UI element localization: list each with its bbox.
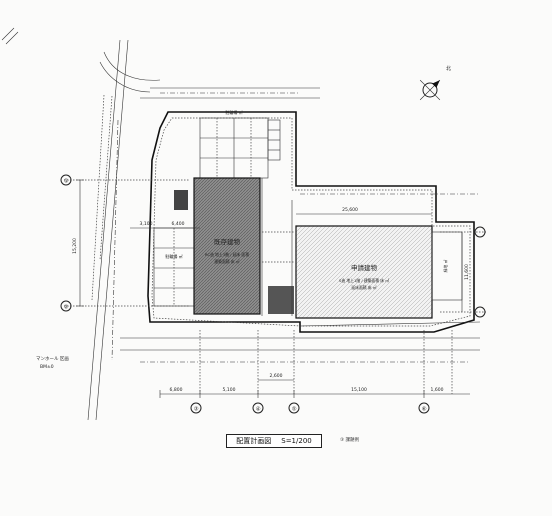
drawing-title-block: 配置計画図 S=1/200	[226, 434, 322, 448]
green-area-label: 緑地 ㎡	[443, 260, 448, 273]
grid-marker-d: ④	[252, 402, 264, 414]
dim-text-4: 15,100	[351, 387, 367, 393]
stair-block	[174, 190, 188, 210]
new-building-sub: S造 地上1階 / 建築面積 床 ㎡	[339, 278, 389, 283]
svg-text:④: ④	[256, 407, 261, 413]
north-arrow-icon	[419, 79, 441, 101]
bottom-dimension-lines	[120, 330, 480, 398]
bottom-street	[140, 321, 481, 363]
grid-marker-right-2	[474, 306, 486, 318]
grid-marker-c: ③	[190, 402, 202, 414]
svg-text:①: ①	[64, 179, 69, 185]
grid-marker-e: ⑤	[288, 402, 300, 414]
north-label: 北	[446, 65, 451, 72]
existing-building	[193, 177, 261, 315]
dim-text-7: 25,600	[342, 207, 358, 213]
drawing-scale: S=1/200	[281, 437, 312, 445]
existing-building-sub2: 建築面積 床 ㎡	[214, 259, 239, 264]
grid-marker-a: ①	[60, 174, 72, 186]
left-roads	[87, 39, 161, 421]
new-building-sub2: 延床面積 床 ㎡	[351, 285, 376, 290]
grid-marker-right-1	[474, 226, 486, 238]
utility-block	[268, 286, 294, 314]
left-dimension-lines	[64, 179, 200, 307]
right-dimension-lines	[296, 193, 486, 313]
dim-text-10: 1,600	[431, 387, 444, 393]
upper-parking-grid	[199, 117, 281, 179]
upper-parking-label: 駐輪場 ㎡	[225, 109, 242, 115]
svg-text:③: ③	[194, 407, 199, 413]
dim-text-8: 15,200	[72, 238, 78, 254]
left-parking-label: 駐輪場 ㎡	[165, 253, 182, 259]
manhole-label: マンホール 区画	[36, 356, 69, 362]
bm-label: BM±0	[40, 364, 54, 370]
dim-text-9: 11,600	[464, 264, 470, 280]
svg-text:⑥: ⑥	[422, 407, 427, 413]
drawing-stamp: ③ 課題例	[340, 438, 359, 443]
dim-text-6: 3,100	[140, 221, 153, 227]
grid-marker-b: ②	[60, 300, 72, 312]
drawing-title: 配置計画図	[236, 437, 272, 445]
new-building-name: 申請建物	[351, 263, 378, 272]
site-boundary	[147, 111, 475, 333]
grid-marker-f: ⑥	[418, 402, 430, 414]
dim-text-2: 5,100	[223, 387, 236, 393]
svg-text:②: ②	[64, 304, 69, 311]
top-road	[140, 87, 320, 99]
corridor	[261, 178, 294, 316]
svg-text:⑤: ⑤	[292, 407, 297, 413]
dim-text-1: 6,800	[170, 387, 183, 393]
dim-text-5: 6,400	[172, 221, 185, 227]
existing-building-name: 既存建物	[214, 237, 241, 246]
new-building	[295, 225, 433, 319]
corner-stamp-mark	[1, 27, 19, 45]
dim-text-3: 2,600	[270, 373, 283, 379]
existing-building-sub: RC造 地上3階 / 延床 面積	[205, 252, 249, 257]
left-parking-grid	[153, 227, 195, 307]
